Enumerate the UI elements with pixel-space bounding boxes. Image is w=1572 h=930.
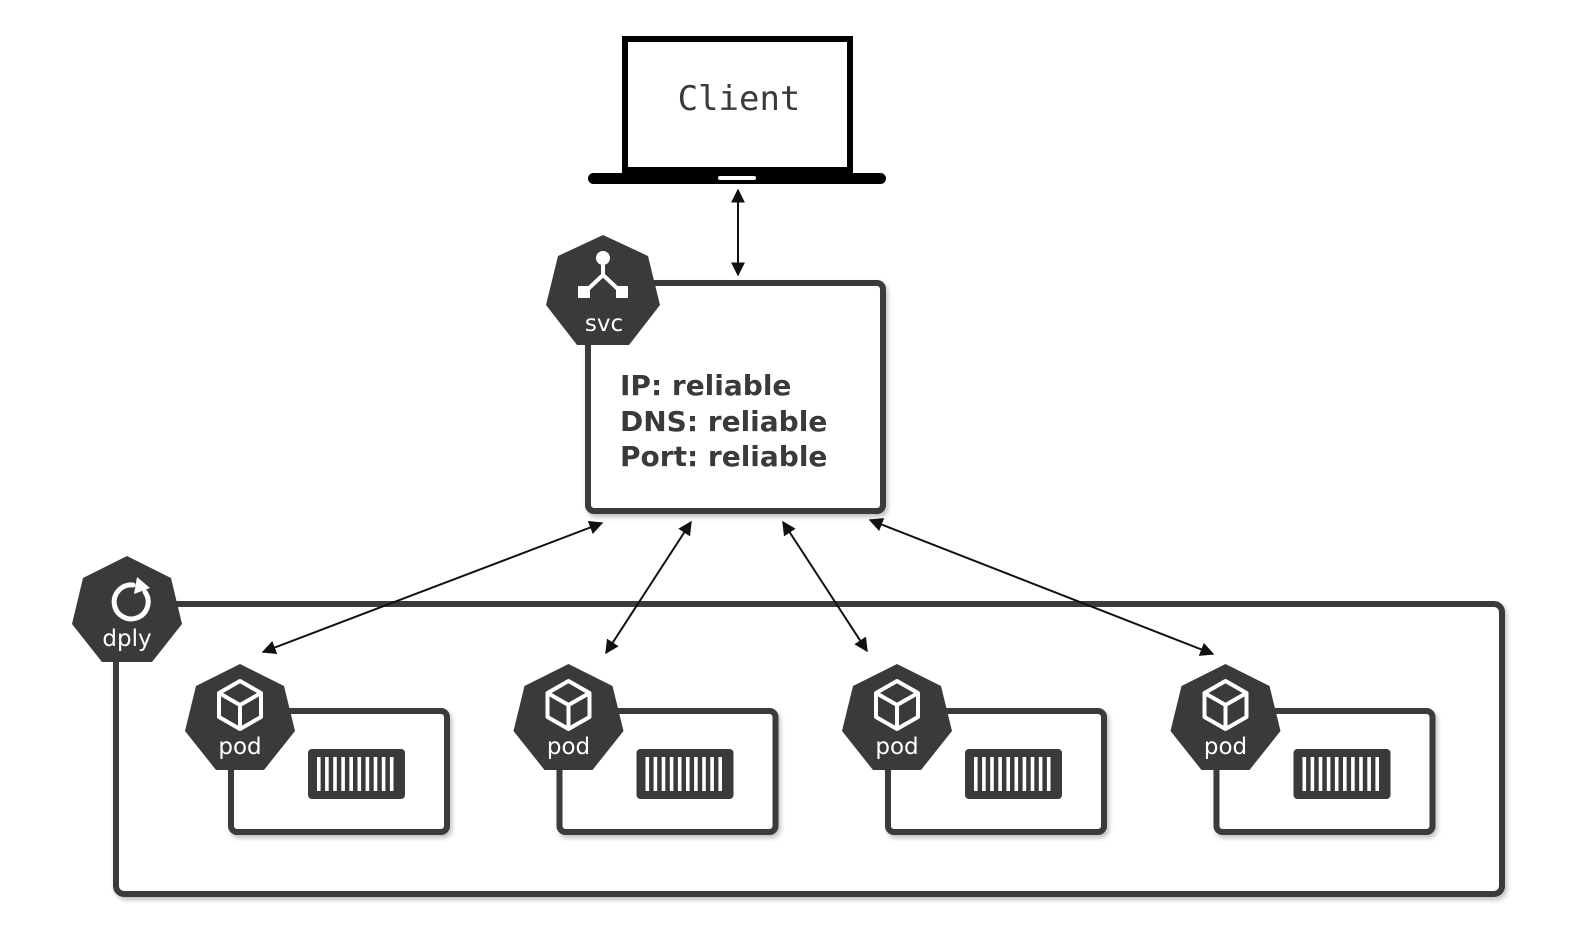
pod-badge-label: pod <box>1204 734 1247 760</box>
pod-badge: pod <box>185 664 295 770</box>
service-badge: svc <box>546 235 660 345</box>
container-icon <box>636 749 734 799</box>
deployment-badge-label: dply <box>102 626 151 652</box>
arrow-service-pod-1 <box>261 520 604 655</box>
client-laptop: Client <box>588 36 886 184</box>
cube-icon <box>545 679 592 731</box>
service-box <box>585 280 886 514</box>
container-icon <box>308 749 405 799</box>
pod-3: pod <box>842 664 1107 835</box>
service-line-dns: DNS: reliable <box>620 405 827 438</box>
pod-badge-label: pod <box>875 734 918 760</box>
pod-badge-label: pod <box>547 734 590 760</box>
pod-1: pod <box>185 664 450 835</box>
arrow-service-pod-2 <box>605 520 692 655</box>
service-badge-label: svc <box>585 311 623 337</box>
pod-badge: pod <box>1170 664 1281 770</box>
container-icon <box>1293 749 1391 799</box>
laptop-notch <box>718 176 756 180</box>
deployment-badge-hexagon <box>72 556 182 662</box>
deployment-badge: dply <box>72 556 182 662</box>
cube-icon <box>217 679 263 731</box>
service-line-port: Port: reliable <box>620 440 827 473</box>
service-icon <box>578 251 628 298</box>
pod-badge: pod <box>513 664 624 770</box>
client-label: Client <box>678 79 801 119</box>
pods-group: pod pod pod pod <box>185 664 1436 835</box>
service-line-ip: IP: reliable <box>620 369 791 402</box>
cube-icon <box>1202 679 1249 731</box>
container-icon <box>965 749 1062 799</box>
pod-4: pod <box>1170 664 1436 835</box>
refresh-icon <box>111 577 151 622</box>
laptop-screen <box>622 36 853 173</box>
cube-icon <box>874 679 920 731</box>
arrow-service-pod-3 <box>782 520 868 653</box>
pod-badge: pod <box>842 664 952 770</box>
pod-2: pod <box>513 664 779 835</box>
service-badge-hexagon <box>546 235 660 345</box>
arrow-service-pod-4 <box>868 518 1215 656</box>
pod-badge-label: pod <box>218 734 261 760</box>
